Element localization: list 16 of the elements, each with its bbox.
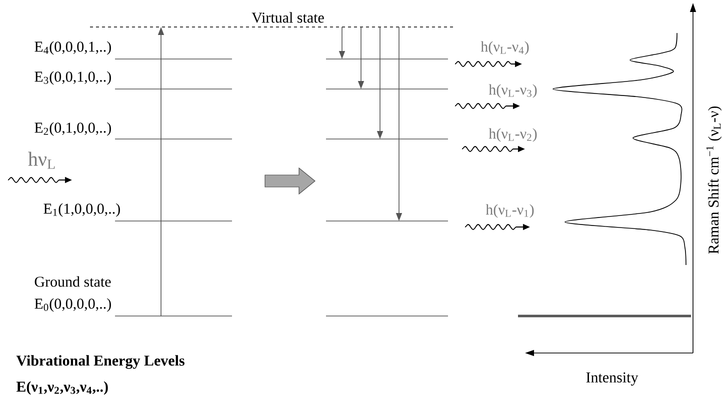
level-label: E$_{1}$(1,0,0,0,..) xyxy=(44,203,120,217)
formula-label: E(ν$_{1}$,ν$_{2}$,ν$_{3}$,ν$_{4}$,..) xyxy=(16,381,108,395)
state-label: Ground state xyxy=(34,276,111,287)
level-label: E$_{3}$(0,0,1,0,..) xyxy=(34,71,111,85)
photon-label: h(ν$_{L}$-ν$_{2}$) xyxy=(488,128,537,142)
photon-label: h(ν$_{L}$-ν$_{3}$) xyxy=(488,84,537,98)
level-label: E$_{4}$(0,0,0,1,..) xyxy=(34,41,111,55)
state-label: Virtual state xyxy=(252,12,324,23)
photon-label: h(ν$_{L}$-ν$_{4}$) xyxy=(480,41,529,55)
photon-label: h(ν$_{L}$-ν$_{1}$) xyxy=(486,204,534,218)
axis-label: Raman Shift cm$^{−1}$ (ν$_{L}$-ν) xyxy=(706,106,722,254)
level-label: E$_{2}$(0,1,0,0,..) xyxy=(34,122,111,136)
axis-label: Intensity xyxy=(586,372,638,386)
level-label: E$_{0}$(0,0,0,0,..) xyxy=(34,298,111,312)
bold-label: Vibrational Energy Levels xyxy=(16,355,184,369)
photon-label: hν$_{L}$ xyxy=(28,152,55,169)
